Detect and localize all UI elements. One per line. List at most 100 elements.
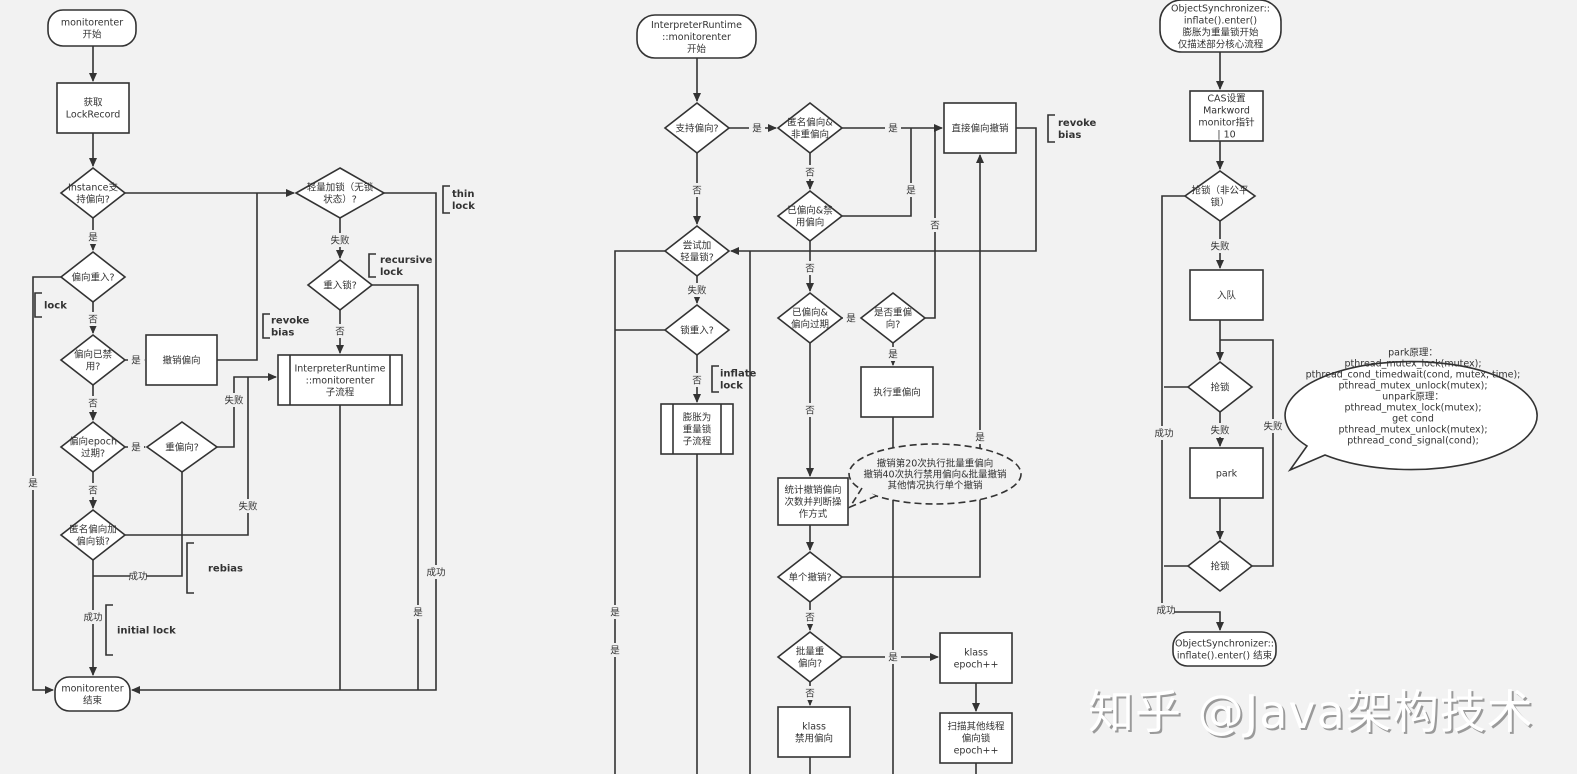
decision-bulk_rebias[interactable]	[776, 630, 844, 684]
node-text-epoch_expired-line: 过期?	[81, 448, 105, 460]
node-text-rebias_q-line: 重偏向?	[165, 442, 199, 454]
edge-label-fail_x: 失败	[1210, 241, 1230, 253]
edge-label-bg	[332, 233, 348, 247]
edge-label-bg	[85, 230, 101, 244]
process-revoke_bias[interactable]	[145, 334, 218, 386]
node-text-start-line: 开始	[687, 43, 707, 55]
annotation-bracket	[186, 542, 194, 594]
terminal-start[interactable]	[47, 9, 137, 47]
callout-text-line: 撤销40次执行禁用偏向&批量撤销	[864, 469, 1007, 481]
connector	[842, 128, 912, 217]
node-text-grab_1: 抢锁	[1210, 382, 1230, 394]
node-text-try_thin-line: 轻量锁?	[680, 252, 714, 264]
terminal-start[interactable]	[636, 14, 757, 59]
node-text-anon_bias-line: 偏向锁?	[76, 536, 110, 548]
node-text-bias_disabled-line: 偏向已禁	[74, 349, 113, 361]
decision-bias_disabled[interactable]	[59, 333, 127, 387]
terminal-end[interactable]	[54, 676, 131, 712]
node-text-sub_flow-line: InterpreterRuntime	[294, 364, 385, 375]
node-text-single_revoke-line: 单个撤销?	[788, 572, 831, 584]
connector	[131, 192, 437, 694]
edge-label-bg	[843, 311, 859, 325]
process-cas_markword[interactable]	[1189, 90, 1264, 142]
node-text-klass_disable-line: klass	[802, 722, 826, 733]
annotation-line: initial lock	[117, 626, 176, 637]
node-text-do_rebias: 执行重偏向	[873, 387, 921, 399]
decision-thin_lock_q[interactable]	[294, 167, 386, 219]
node-text-biased_disabled-line: 用偏向	[796, 217, 825, 229]
edge-label-bg	[607, 605, 623, 619]
edge-label-success_2: 成功	[128, 571, 147, 583]
decision-recursive_q[interactable]	[306, 258, 374, 312]
process-count_revoke[interactable]	[777, 477, 849, 526]
annotation-rebias: rebias	[208, 564, 243, 575]
edge-label-no_4: 否	[335, 327, 345, 338]
node-text-bias_disabled: 偏向已禁用?	[74, 349, 113, 373]
edge-label-no_3: 否	[88, 486, 98, 497]
terminal-start[interactable]	[1159, 0, 1282, 53]
node-text-biased_expired-line: 已偏向&	[792, 307, 829, 319]
edge-label-no_b: 否	[692, 186, 702, 197]
node-text-bulk_rebias-line: 偏向?	[798, 658, 822, 670]
process-klass_disable[interactable]	[777, 706, 851, 758]
decision-rebias_q[interactable]	[145, 421, 219, 473]
decision-single_revoke[interactable]	[776, 550, 844, 604]
node-text-scan_threads-line: 扫描其他线程	[947, 721, 1005, 733]
edge-label-bg	[332, 324, 348, 338]
callout-text-line: pthread_cond_signal(cond);	[1347, 436, 1479, 447]
edge-label-fail_2: 失败	[238, 501, 258, 513]
node-text-sub_flow-line: 子流程	[326, 387, 355, 399]
node-text-end-line: 结束	[83, 695, 103, 707]
edge-label-no_g: 否	[805, 613, 815, 624]
edge-label-bg	[885, 650, 901, 664]
decision-grab_1[interactable]	[1186, 360, 1254, 414]
connector	[925, 128, 936, 319]
edge-label-bg	[885, 347, 901, 361]
edge-label-yes_left1: 是	[610, 608, 620, 619]
process-park[interactable]	[1189, 447, 1264, 499]
edge-label-yes_2: 是	[131, 356, 141, 367]
edge-label-bg	[802, 403, 818, 417]
process-direct_revoke[interactable]	[943, 102, 1017, 154]
terminal-end[interactable]	[1172, 631, 1277, 667]
decision-biased_disabled[interactable]	[776, 189, 844, 243]
node-text-scan_threads-line: 偏向锁	[962, 733, 991, 745]
process-do_rebias[interactable]	[860, 366, 934, 418]
decision-rebias_q[interactable]	[859, 291, 927, 345]
edge-label-bg	[226, 393, 242, 407]
node-text-anon_nonrebias-line: 非重偏向	[791, 129, 829, 141]
decision-try_thin[interactable]	[663, 224, 731, 278]
decision-biased_expired[interactable]	[776, 291, 844, 345]
decision-bias_reentrant[interactable]	[59, 250, 127, 304]
node-text-biased_expired-line: 偏向过期	[791, 319, 829, 331]
process-scan_threads[interactable]	[939, 712, 1013, 764]
decision-epoch_expired[interactable]	[59, 420, 127, 474]
node-text-recursive_q: 重入锁?	[323, 280, 357, 292]
subprocess-sub_flow[interactable]	[277, 354, 403, 406]
process-get_lock_record[interactable]	[56, 82, 130, 134]
decision-anon_bias[interactable]	[59, 508, 127, 562]
edge-label-yes_e: 是	[888, 350, 898, 361]
decision-support_bias[interactable]	[663, 101, 731, 155]
decision-lock_reentrant[interactable]	[663, 303, 731, 357]
process-enqueue[interactable]	[1189, 269, 1264, 321]
process-klass_epoch[interactable]	[939, 632, 1013, 684]
node-text-revoke_bias: 撤销偏向	[162, 355, 200, 367]
decision-anon_nonrebias[interactable]	[776, 101, 844, 155]
decision-grab_nonfair[interactable]	[1183, 170, 1257, 222]
node-text-cas_markword-line: Markword	[1203, 106, 1250, 117]
callout-text: park原理：pthread_mutex_lock(mutex);pthread…	[1306, 348, 1521, 447]
decision-grab_2[interactable]	[1186, 539, 1254, 593]
node-text-do_rebias-line: 执行重偏向	[873, 387, 921, 399]
edge-label-no_e: 否	[930, 221, 940, 232]
node-text-get_lock_record-line: 获取	[83, 98, 103, 109]
edge-label-bg	[689, 373, 705, 387]
decision-instance_biasable[interactable]	[59, 166, 127, 220]
node-text-bias_reentrant: 偏向重入?	[71, 272, 114, 284]
